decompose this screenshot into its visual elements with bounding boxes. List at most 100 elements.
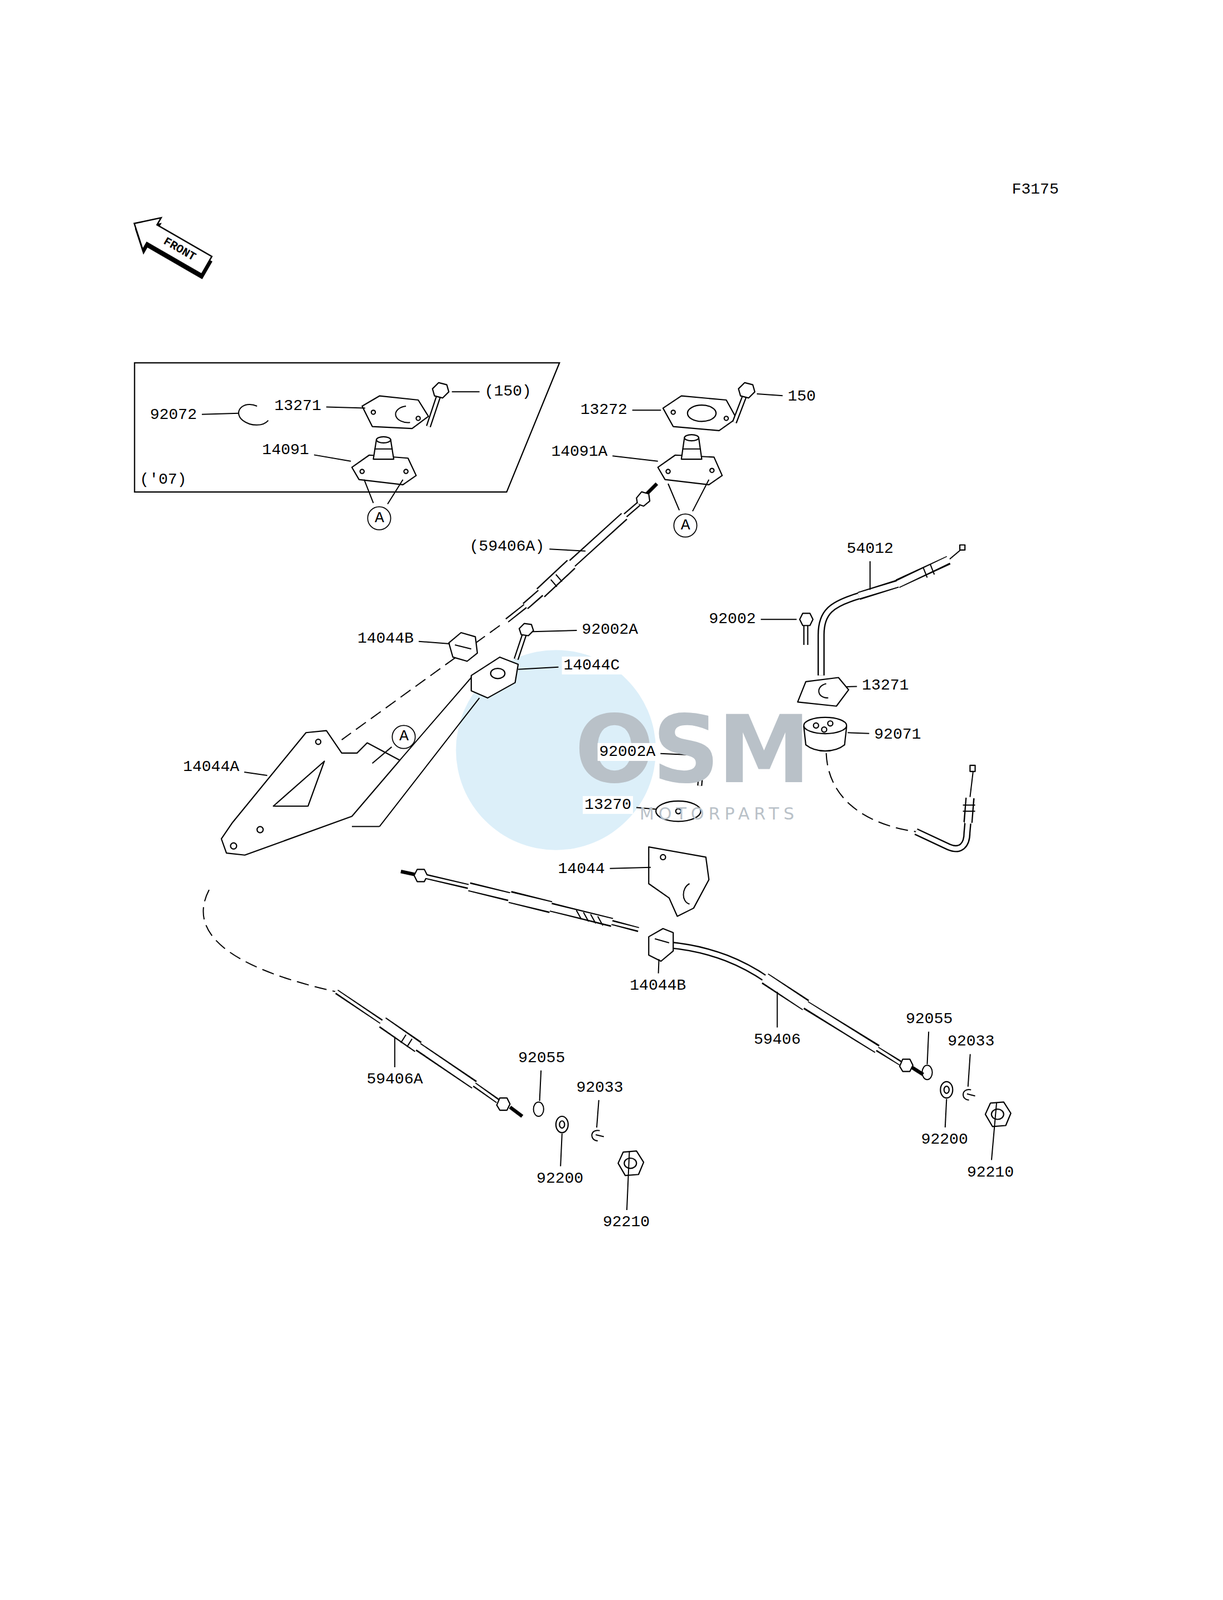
variant-box: ('07) (133, 361, 561, 493)
choke-cable (915, 765, 975, 849)
variant-label: ('07) (139, 471, 187, 489)
choke-cable (820, 544, 965, 676)
cable-holder (471, 656, 519, 698)
callout-number: 92210 (601, 1212, 652, 1231)
circle-outline (368, 506, 391, 530)
leader-line (927, 1031, 930, 1064)
o-ring (533, 1101, 544, 1116)
callout-number: 14044A (181, 757, 241, 776)
leader-line (945, 1098, 947, 1128)
o-ring (921, 1065, 932, 1080)
gasket (663, 395, 737, 431)
leader-line (518, 666, 559, 670)
leader-line (394, 1036, 396, 1067)
bolt (734, 382, 756, 423)
leader-line (313, 454, 351, 461)
callout-number: 92002 (707, 610, 758, 628)
plate-boss (658, 434, 723, 485)
variant-outline (133, 361, 561, 493)
callout-number: 92033 (945, 1032, 997, 1051)
leader-line (560, 1133, 563, 1166)
reference-letter: A (399, 727, 409, 746)
leader-line (610, 867, 651, 869)
callout-number: 13271 (860, 676, 911, 695)
callout-number: 92072 (148, 405, 199, 424)
choke-cable (400, 868, 923, 1075)
figure-code: F3175 (1009, 180, 1061, 199)
leader-line (418, 641, 451, 644)
leader-line (244, 771, 268, 776)
callout-number: 14044 (556, 859, 607, 878)
reference-circle: A (673, 513, 698, 538)
leader-line (201, 413, 239, 415)
leader-line (596, 1099, 599, 1128)
callout-number: 59406 (752, 1030, 803, 1049)
leader-line (612, 455, 658, 462)
reference-circle: A (391, 724, 417, 749)
leader-line (626, 1151, 630, 1210)
callout-number: 92210 (965, 1162, 1016, 1181)
leader-line (869, 561, 871, 590)
callout-number: (59406A) (467, 537, 546, 556)
callout-number: 54012 (844, 539, 896, 558)
callout-number: 14091A (549, 442, 609, 461)
leader-line (326, 406, 366, 408)
callout-number: 13271 (272, 397, 323, 415)
leader-line (760, 618, 797, 620)
leader-line (549, 548, 586, 551)
callout-number: 14044B (627, 976, 688, 995)
throttle-cable (335, 990, 523, 1116)
callout-number: 92071 (872, 725, 923, 744)
callout-number: 92002A (579, 620, 640, 638)
leader-line (846, 685, 857, 687)
callout-number: 14044B (355, 629, 416, 648)
callout-number: 59406A (364, 1070, 425, 1089)
callout-number: 92200 (534, 1168, 586, 1187)
bolt (428, 382, 449, 427)
reference-letter: A (374, 509, 385, 528)
leader-line (632, 409, 661, 411)
nut (617, 1150, 644, 1176)
leader-line (776, 991, 778, 1028)
bolt (799, 612, 814, 645)
circlip (963, 1089, 976, 1100)
front-arrow (123, 207, 219, 287)
callout-number: 14091 (260, 441, 311, 459)
leader-line (532, 630, 578, 632)
callout-number: 14044C (561, 655, 622, 674)
cable-clip (648, 927, 674, 961)
callout-number: 92200 (919, 1130, 970, 1149)
leader-line (539, 1070, 542, 1101)
nut (985, 1101, 1012, 1126)
callout-number: 13270 (582, 795, 633, 814)
callout-number: (150) (482, 382, 534, 401)
bracket (221, 730, 400, 855)
leader-line (991, 1102, 997, 1160)
variant-outline (134, 363, 560, 493)
clip-ring (238, 404, 269, 425)
washer (556, 1115, 569, 1133)
plate-boss (351, 436, 417, 485)
leader-line (756, 393, 783, 396)
callout-number: 13272 (578, 400, 630, 419)
circlip (591, 1129, 604, 1141)
cable-clip (448, 632, 478, 661)
bracket (648, 846, 709, 916)
circle-outline (673, 513, 697, 537)
callout-number: 92055 (904, 1009, 955, 1028)
grommet (803, 717, 847, 751)
leader-line (847, 732, 870, 734)
gasket (361, 395, 429, 429)
washer (940, 1081, 953, 1098)
callout-number: 92002A (597, 742, 657, 761)
callout-number: 150 (785, 387, 818, 406)
leader-line (658, 958, 660, 973)
reference-letter: A (680, 516, 691, 535)
circle-outline (392, 724, 416, 748)
leader-line (968, 1054, 971, 1087)
bolt (515, 623, 534, 660)
callout-number: 92055 (516, 1049, 567, 1067)
leader-line (451, 390, 480, 393)
watermark: MOTORPARTS (637, 803, 801, 823)
reference-circle: A (366, 505, 392, 531)
